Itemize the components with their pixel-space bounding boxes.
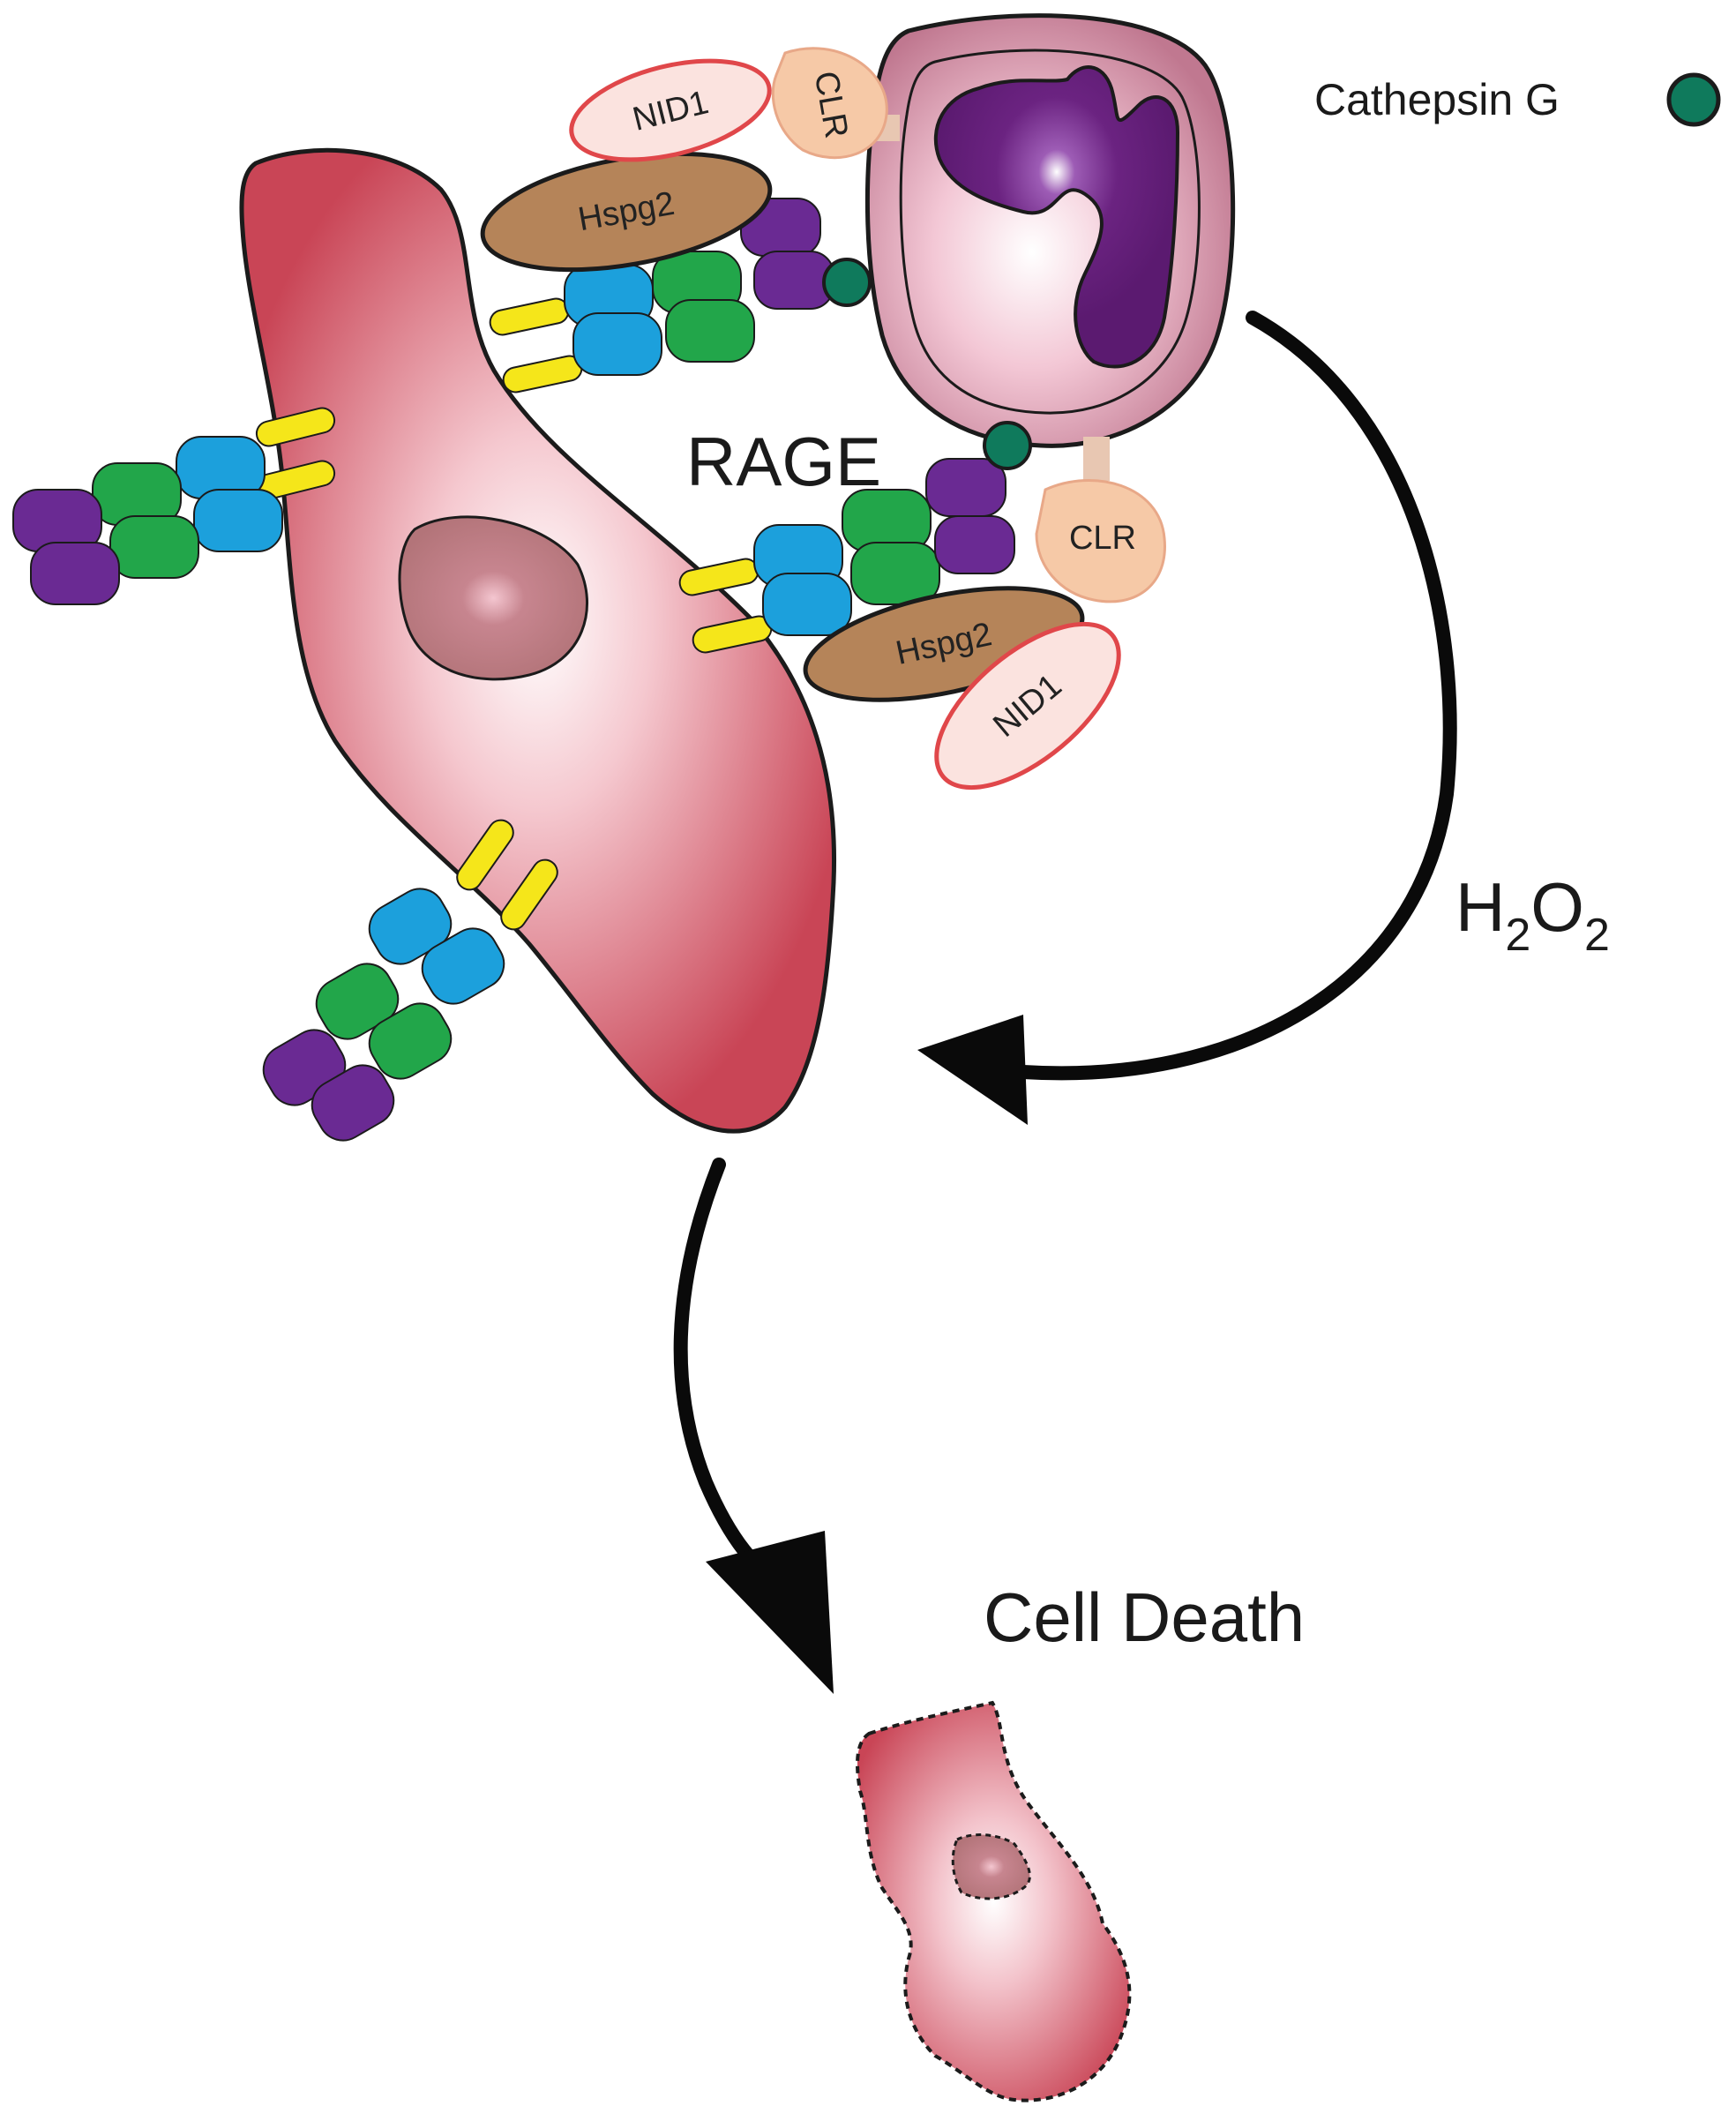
hspg2-upper: Hspg2 (480, 151, 773, 273)
rage-receptor-left-upper (12, 407, 336, 605)
clr-upper: CLR (771, 47, 900, 160)
nid1-lower: NID1 (934, 621, 1121, 791)
h2o2-arrow (1016, 311, 1457, 1081)
cathepsin-g-upper (822, 258, 872, 307)
rage-receptor-upper-complex (489, 198, 834, 393)
legend-cathepsin-g-icon (1666, 72, 1721, 127)
h2o2-label: H2O2 (1455, 868, 1610, 961)
neutrophil-nucleus (933, 65, 1180, 369)
cathepsin-g-lower (983, 421, 1032, 470)
rage-receptor-lower-complex (678, 458, 1015, 654)
clr-lower: CLR (1035, 437, 1166, 603)
cell-death-arrowhead (706, 1531, 834, 1694)
endothelial-nucleus (398, 515, 589, 681)
clr-lower-label: CLR (1069, 520, 1136, 557)
dying-cell (856, 1700, 1132, 2102)
legend-label: Cathepsin G (1314, 75, 1560, 124)
rage-label: RAGE (686, 423, 881, 500)
neutrophil-inner-membrane (899, 49, 1201, 415)
nid1-upper: NID1 (569, 58, 772, 162)
rage-receptor-left-lower (262, 819, 558, 1142)
cell-death-arrow (673, 1158, 783, 1586)
h2o2-arrowhead (917, 1015, 1028, 1125)
cell-death-label: Cell Death (984, 1578, 1305, 1656)
dying-cell-nucleus (951, 1833, 1031, 1900)
